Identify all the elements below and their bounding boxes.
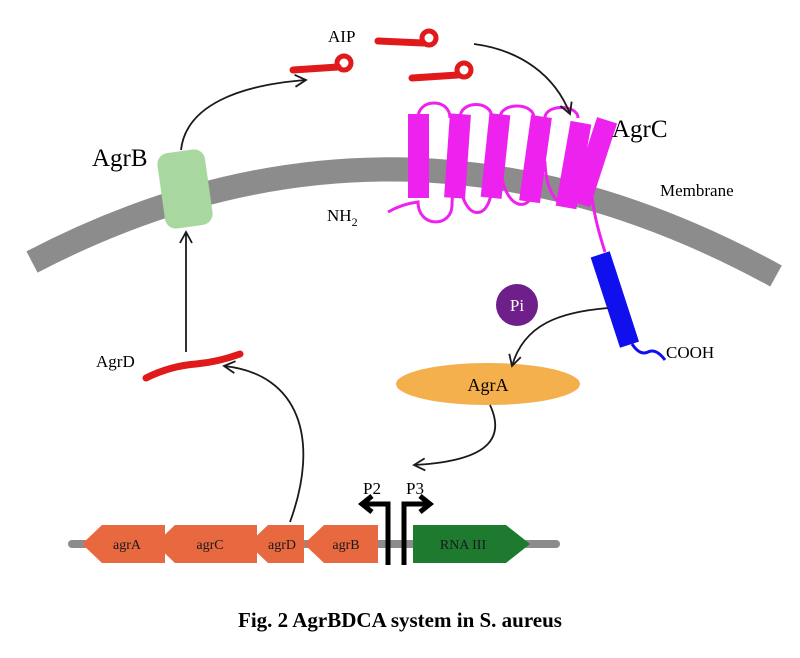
- agrc-helix-4: [519, 115, 552, 204]
- pi-circle: [496, 284, 538, 326]
- arrow-agra-to-promoter: [412, 404, 497, 472]
- svg-text:agrA: agrA: [113, 538, 142, 553]
- agrb-protein: [157, 149, 213, 229]
- promoter-p3: [401, 494, 435, 565]
- figure-caption: Fig. 2 AgrBDCA system in S. aureus: [238, 608, 562, 632]
- svg-text:agrD: agrD: [268, 538, 296, 553]
- agrb-label: AgrB: [92, 145, 148, 172]
- gene-agrB: agrB: [304, 525, 378, 563]
- membrane-label: Membrane: [660, 181, 734, 200]
- svg-text:agrB: agrB: [332, 538, 359, 553]
- p3-label: P3: [406, 479, 424, 498]
- arrow-agrc-to-agra: [508, 307, 609, 368]
- agrc-receptor: [387, 101, 667, 361]
- gene-rnaIII: RNA III: [413, 525, 530, 563]
- gene-agrA: agrA: [82, 525, 165, 563]
- nh2-label: NH2: [327, 206, 358, 229]
- aip-peptides: [289, 28, 474, 82]
- agrc-helix-3: [480, 113, 511, 199]
- agrc-helix-5: [555, 120, 592, 210]
- aip-peptide-top: [374, 28, 439, 48]
- aip-peptide-right: [408, 60, 474, 82]
- p2-label: P2: [363, 479, 381, 498]
- pathway-arrows: [179, 43, 609, 523]
- agra-protein: [396, 363, 580, 405]
- agrc-kinase-domain: [590, 251, 640, 348]
- svg-text:RNA III: RNA III: [440, 538, 487, 553]
- agrc-helix-6: [569, 117, 618, 208]
- gene-agrC: agrC: [155, 525, 257, 563]
- cooh-label: COOH: [666, 343, 714, 362]
- svg-text:agrC: agrC: [196, 538, 223, 553]
- agra-protein-label: AgrA: [468, 375, 509, 395]
- agrc-extracellular-loops: [416, 101, 580, 119]
- pi-label: Pi: [510, 296, 524, 315]
- agrd-peptide-label: AgrD: [96, 352, 135, 371]
- arrow-agrb-to-aip: [180, 74, 308, 151]
- agrd-peptide: [142, 350, 244, 382]
- gene-agrD: agrD: [248, 525, 304, 563]
- agrc-helix-1: [408, 114, 429, 198]
- agrc-label: AgrC: [612, 116, 668, 143]
- arrow-gene-to-agrd: [222, 360, 305, 523]
- agrc-cooh-tail: [630, 343, 667, 361]
- promoter-p2: [357, 494, 391, 565]
- cell-membrane: [26, 157, 782, 287]
- agrc-helix-2: [444, 113, 471, 199]
- aip-label: AIP: [328, 27, 355, 46]
- arrow-aip-to-agrc: [473, 43, 573, 116]
- aip-peptide-left: [289, 53, 354, 74]
